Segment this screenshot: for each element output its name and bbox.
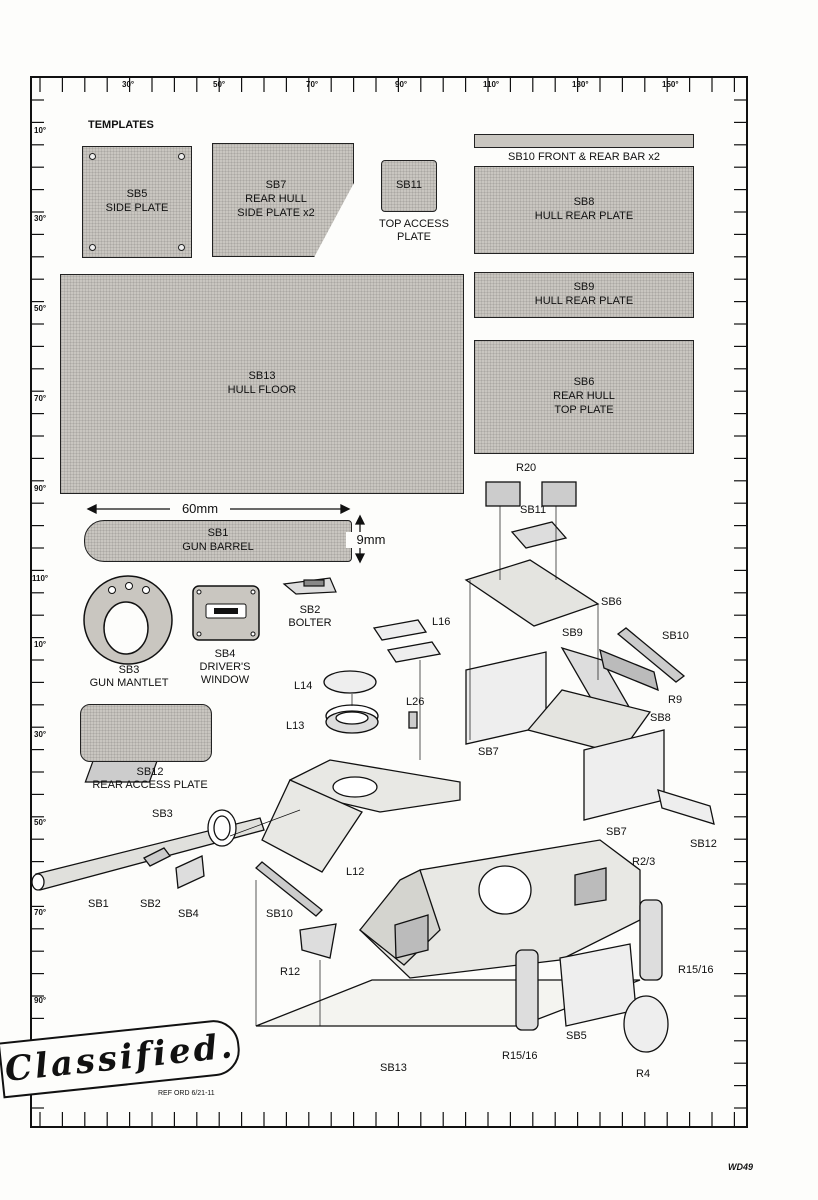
callout-sb4: SB4: [178, 908, 199, 920]
template-sb5: SB5 SIDE PLATE: [82, 146, 192, 258]
ruler-top-label: 30°: [122, 80, 135, 89]
callout-l26: L26: [406, 696, 425, 708]
gun-mantlet-part: [83, 575, 173, 665]
callout-sb10: SB10: [662, 630, 689, 642]
callout-sb8: SB8: [650, 712, 671, 724]
template-sb8-label: SB8 HULL REAR PLATE: [534, 196, 634, 222]
ref-code: REF ORD 6/21-11: [158, 1090, 215, 1097]
callout-sb12: SB12: [690, 838, 717, 850]
callout-r2-3: R2/3: [632, 856, 656, 868]
callout-sb6: SB6: [601, 596, 622, 608]
callout-sb1: SB1: [88, 898, 109, 910]
ruler-left-label: 30°: [34, 214, 47, 223]
template-sb9-label: SB9 HULL REAR PLATE: [534, 281, 634, 307]
ruler-left-label: 30°: [34, 730, 47, 739]
callout-r20: R20: [516, 462, 537, 474]
ruler-top-label: 130°: [572, 80, 589, 89]
hole: [89, 244, 96, 251]
template-sb12: [80, 704, 212, 762]
bolter-part: [282, 577, 337, 595]
callout-sb3: SB3: [152, 808, 173, 820]
page-frame: [30, 76, 748, 1128]
hole: [178, 244, 185, 251]
callout-sb11: SB11: [520, 504, 547, 516]
callout-r15-16-left: R15/16: [502, 1050, 538, 1062]
callout-sb7-right: SB7: [606, 826, 627, 838]
callout-l14: L14: [294, 680, 313, 692]
template-sb5-label: SB5 SIDE PLATE: [105, 188, 169, 214]
ruler-left-label: 50°: [34, 304, 47, 313]
template-sb1-label: SB1 GUN BARREL: [182, 527, 254, 553]
template-sb6-label: SB6 REAR HULL TOP PLATE: [553, 376, 615, 416]
template-sb13-label: SB13 HULL FLOOR: [227, 370, 297, 396]
ruler-left-label: 10°: [34, 640, 47, 649]
hole: [89, 153, 96, 160]
page-number: WD49: [728, 1162, 754, 1172]
callout-l13: L13: [286, 720, 305, 732]
callout-r9: R9: [668, 694, 683, 706]
ruler-left-label: 50°: [34, 818, 47, 827]
part-sb3-label: SB3 GUN MANTLET: [89, 664, 169, 690]
ruler-left-label: 90°: [34, 484, 47, 493]
ruler-top-label: 90°: [395, 80, 408, 89]
callout-sb9: SB9: [562, 627, 583, 639]
template-sb9: SB9 HULL REAR PLATE: [474, 272, 694, 318]
template-sb1: SB1 GUN BARREL: [84, 520, 352, 562]
drivers-window-part: [192, 585, 260, 641]
template-sb6: SB6 REAR HULL TOP PLATE: [474, 340, 694, 454]
template-sb12-caption: SB12 REAR ACCESS PLATE: [92, 766, 208, 792]
ruler-left-label: 10°: [34, 126, 47, 135]
ruler-top-label: 150°: [662, 80, 679, 89]
template-sb7-label: SB7 REAR HULL SIDE PLATE x2: [237, 179, 315, 219]
callout-sb10-front: SB10: [266, 908, 293, 920]
template-sb11: SB11: [381, 160, 437, 212]
ruler-left-label: 70°: [34, 394, 47, 403]
template-sb11-label: SB11: [395, 179, 423, 192]
callout-r12: R12: [280, 966, 301, 978]
part-sb4-label: SB4 DRIVER'S WINDOW: [199, 648, 251, 687]
ruler-left-label: 110°: [32, 574, 49, 583]
callout-r15-16-right: R15/16: [678, 964, 714, 976]
ruler-top-label: 110°: [483, 80, 500, 89]
template-sb10: [474, 134, 694, 148]
template-sb11-caption: TOP ACCESS PLATE: [379, 218, 449, 244]
callout-sb2: SB2: [140, 898, 161, 910]
ruler-left-label: 90°: [34, 996, 47, 1005]
template-sb8: SB8 HULL REAR PLATE: [474, 166, 694, 254]
dimension-width: 60mm: [170, 501, 230, 517]
dimension-height: 9mm: [346, 532, 396, 548]
callout-sb13: SB13: [380, 1062, 407, 1074]
templates-heading: TEMPLATES: [88, 119, 154, 131]
callout-r4: R4: [636, 1068, 651, 1080]
ruler-left-label: 70°: [34, 908, 47, 917]
callout-l12: L12: [346, 866, 365, 878]
callout-l16: L16: [432, 616, 451, 628]
part-sb2-label: SB2 BOLTER: [288, 604, 332, 630]
callout-sb5: SB5: [566, 1030, 587, 1042]
template-sb13: SB13 HULL FLOOR: [60, 274, 464, 494]
hole: [178, 153, 185, 160]
callout-sb7-left: SB7: [478, 746, 499, 758]
template-sb10-label: SB10 FRONT & REAR BAR x2: [507, 151, 660, 163]
ruler-top-label: 70°: [306, 80, 319, 89]
